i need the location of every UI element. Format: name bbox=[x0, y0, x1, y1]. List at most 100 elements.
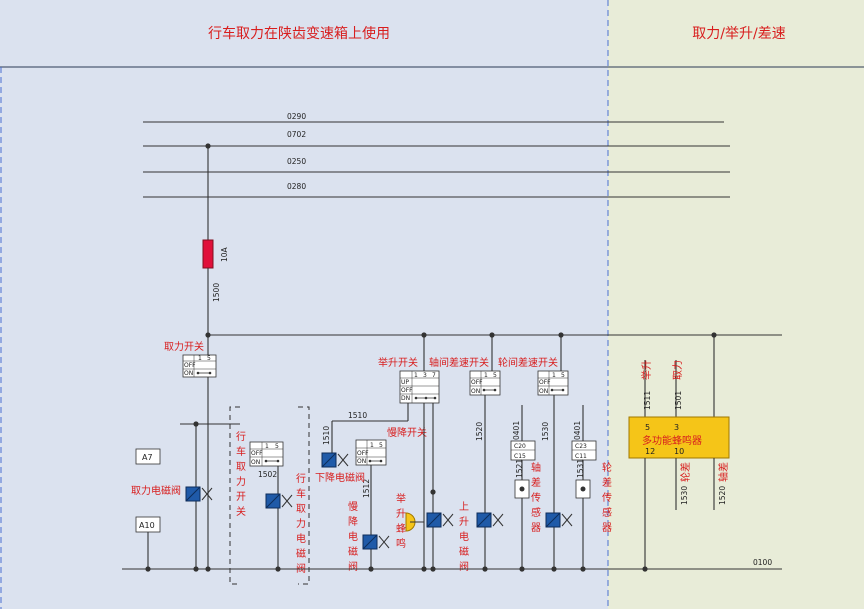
connector-a7 bbox=[135, 448, 161, 465]
wheel-diff-switch[interactable]: 1 5 OFF ON bbox=[537, 370, 569, 396]
svg-text:OFF: OFF bbox=[184, 362, 196, 369]
svg-text:C23: C23 bbox=[575, 443, 587, 450]
lift-buzzer-label: 举升蜂鸣 bbox=[396, 492, 406, 550]
svg-text:ON: ON bbox=[471, 388, 480, 395]
svg-text:1: 1 bbox=[198, 355, 202, 362]
lift-switch[interactable]: 1 3 7 UP OFF DN bbox=[399, 370, 440, 404]
svg-text:7: 7 bbox=[432, 372, 436, 379]
svg-text:ON: ON bbox=[251, 459, 260, 466]
wire-1502: 1502 bbox=[258, 470, 277, 479]
bus-0702: 0702 bbox=[287, 130, 306, 139]
pto-switch[interactable]: 1 5 OFF ON bbox=[182, 354, 217, 378]
svg-text:ON: ON bbox=[357, 458, 366, 465]
right-title: 取力/举升/差速 bbox=[692, 26, 785, 42]
drive-pto-switch[interactable]: 1 5 OFF ON bbox=[249, 441, 284, 467]
wire-1512: 1512 bbox=[362, 479, 371, 498]
buzzer-module-label: 多功能蜂鸣器 bbox=[642, 434, 702, 447]
right-panel bbox=[608, 0, 864, 609]
svg-text:OFF: OFF bbox=[357, 450, 369, 457]
r-lift-label: 举升 bbox=[640, 360, 653, 380]
down-valve-label: 下降电磁阀 bbox=[315, 471, 365, 484]
svg-text:1: 1 bbox=[414, 372, 418, 379]
svg-text:C20: C20 bbox=[514, 443, 526, 450]
wire-1530r: 1530 bbox=[680, 486, 689, 505]
buzzer-module: 5 3 12 10 bbox=[628, 416, 730, 459]
wire-1530: 1530 bbox=[541, 422, 550, 441]
pto-valve-label: 取力电磁阀 bbox=[131, 484, 181, 497]
svg-text:UP: UP bbox=[401, 379, 409, 386]
wheel-diff-switch-label: 轮间差速开关 bbox=[498, 356, 558, 369]
svg-text:5: 5 bbox=[379, 442, 383, 449]
svg-text:OFF: OFF bbox=[251, 450, 263, 457]
axle-diff-sensor bbox=[514, 479, 530, 499]
wire-1531: 1531 bbox=[576, 459, 585, 478]
slow-down-switch[interactable]: 1 5 OFF ON bbox=[355, 439, 387, 466]
up-valve-label: 上升电 磁阀 bbox=[459, 501, 472, 573]
wire-0401a: 0401 bbox=[512, 421, 521, 440]
svg-text:C15: C15 bbox=[514, 453, 526, 460]
svg-text:3: 3 bbox=[674, 423, 679, 432]
wire-1510: 1510 bbox=[348, 411, 367, 420]
svg-text:OFF: OFF bbox=[471, 379, 483, 386]
svg-text:A10: A10 bbox=[139, 521, 155, 530]
svg-text:3: 3 bbox=[423, 372, 427, 379]
slow-down-valve[interactable] bbox=[362, 534, 390, 550]
fuse bbox=[202, 239, 214, 269]
wire-1510b: 1510 bbox=[322, 426, 331, 445]
left-panel bbox=[0, 0, 608, 609]
r-axle-label: 轴差 bbox=[717, 462, 730, 482]
wire-1501: 1501 bbox=[674, 391, 683, 410]
svg-text:ON: ON bbox=[184, 370, 193, 377]
svg-text:OFF: OFF bbox=[539, 379, 551, 386]
wire-1511: 1511 bbox=[643, 391, 652, 410]
wire-1521: 1521 bbox=[515, 459, 524, 478]
svg-text:ON: ON bbox=[539, 388, 548, 395]
wire-1520: 1520 bbox=[475, 422, 484, 441]
svg-text:5: 5 bbox=[207, 355, 211, 362]
wheel-sensor-connector: C23 C11 bbox=[571, 440, 597, 461]
r-wheel-label: 轮差 bbox=[679, 462, 692, 482]
ground-label: 0100 bbox=[753, 558, 772, 567]
lift-switch-label: 举升开关 bbox=[378, 356, 418, 369]
left-title: 行车取力在陕齿变速箱上使用 bbox=[208, 25, 390, 42]
wire-1500: 1500 bbox=[212, 283, 221, 302]
svg-text:5: 5 bbox=[493, 372, 497, 379]
pto-valve[interactable] bbox=[185, 486, 213, 502]
dashed-bracket bbox=[229, 406, 310, 585]
axle-diff-switch[interactable]: 1 5 OFF ON bbox=[469, 370, 501, 396]
drive-pto-switch-label: 行车取 力开关 bbox=[236, 430, 249, 518]
svg-text:DN: DN bbox=[401, 395, 410, 402]
up-valve[interactable] bbox=[426, 512, 454, 528]
axle-diff-sensor-label: 轴差传 感器 bbox=[531, 461, 544, 534]
slow-down-switch-label: 慢降开关 bbox=[387, 426, 427, 439]
wire-0401b: 0401 bbox=[573, 421, 582, 440]
svg-text:12: 12 bbox=[645, 447, 655, 456]
wheel-diff-valve[interactable] bbox=[545, 512, 573, 528]
pto-switch-label: 取力开关 bbox=[164, 340, 204, 353]
svg-text:A7: A7 bbox=[142, 453, 153, 462]
svg-text:5: 5 bbox=[645, 423, 650, 432]
svg-text:10: 10 bbox=[674, 447, 684, 456]
svg-text:5: 5 bbox=[561, 372, 565, 379]
drive-pto-valve[interactable] bbox=[265, 493, 293, 509]
bus-0280: 0280 bbox=[287, 182, 306, 191]
slow-down-valve-label: 慢降电 磁阀 bbox=[348, 501, 361, 573]
svg-text:5: 5 bbox=[275, 443, 279, 450]
wheel-diff-sensor-label: 轮差传 感器 bbox=[602, 461, 615, 534]
axle-sensor-connector: C20 C15 bbox=[510, 440, 536, 461]
axle-diff-valve[interactable] bbox=[476, 512, 504, 528]
down-valve[interactable] bbox=[321, 452, 349, 468]
r-pto-label: 取力 bbox=[671, 360, 684, 380]
svg-text:1: 1 bbox=[552, 372, 556, 379]
wire-1520r: 1520 bbox=[718, 486, 727, 505]
bus-lines bbox=[143, 121, 730, 198]
svg-text:1: 1 bbox=[265, 443, 269, 450]
svg-text:1: 1 bbox=[484, 372, 488, 379]
svg-text:OFF: OFF bbox=[401, 387, 413, 394]
axle-diff-switch-label: 轴间差速开关 bbox=[429, 356, 489, 369]
fuse-label: 10A bbox=[220, 246, 229, 262]
wheel-diff-sensor bbox=[575, 479, 591, 499]
ground-dots bbox=[145, 566, 648, 572]
bus-0250: 0250 bbox=[287, 157, 306, 166]
